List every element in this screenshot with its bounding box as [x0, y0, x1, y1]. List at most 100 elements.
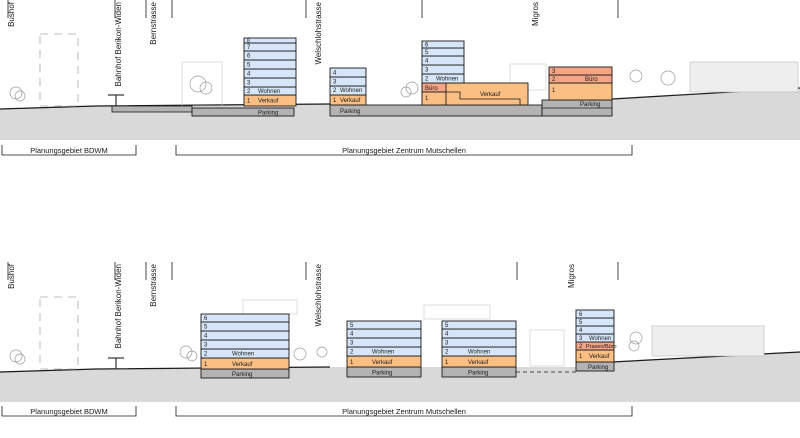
floor-1 — [548, 82, 613, 101]
street-label-bahnhof: Bahnhof Berikon-Widen — [114, 2, 123, 87]
floor-use: Verkauf — [468, 360, 489, 366]
street-label-bahnhof: Bahnhof Berikon-Widen — [114, 264, 123, 349]
bus-shelter — [108, 94, 124, 106]
floor-number: 6 — [579, 312, 583, 318]
floor-number: 4 — [445, 332, 449, 338]
street-label-migros: Migros — [567, 264, 576, 288]
parking-label: Parking — [588, 365, 608, 371]
context-building-outline — [39, 33, 79, 107]
section-proposed: Bushof Bahnhof Berikon-Widen Bernstrasse… — [0, 262, 800, 417]
floor-6 — [421, 40, 465, 49]
floor-number: 1 — [579, 354, 583, 360]
floor-number: 5 — [425, 50, 429, 56]
floor-number: 4 — [333, 71, 337, 77]
floor-use: Verkauf — [340, 98, 361, 104]
zone-label-bdwm: Planungsgebiet BDWM — [30, 407, 108, 416]
floor-use: Praxen/Büro — [586, 344, 617, 350]
floor-number: 5 — [350, 323, 354, 329]
building-existing-3: Verkauf Büro 1 2 Wohnen 3 4 5 6 — [421, 40, 529, 106]
street-markers — [7, 262, 619, 280]
street-label-welschlohstrasse: Welschlohstrasse — [314, 263, 323, 326]
ramp-line — [446, 91, 521, 105]
zone-label-zentrum: Planungsgebiet Zentrum Mutschellen — [342, 407, 466, 416]
floor-number: 1 — [445, 360, 449, 366]
floor-number: 5 — [445, 323, 449, 329]
parking-label: Parking — [258, 111, 278, 117]
floor-number: 3 — [445, 341, 449, 347]
floor-use: Verkauf — [372, 360, 393, 366]
floor-number: 3 — [350, 341, 354, 347]
zone-brackets — [1, 406, 633, 417]
floor-number: 3 — [425, 68, 429, 74]
underpass — [111, 105, 193, 113]
parking-label: Parking — [580, 102, 600, 108]
context-building — [689, 61, 799, 93]
floor-use: Wohnen — [372, 350, 394, 356]
annex-buero-label: Büro — [425, 86, 438, 92]
floor-number: 5 — [579, 320, 583, 326]
zone-label-bdwm: Planungsgebiet BDWM — [30, 146, 108, 155]
floor-3 — [346, 337, 422, 348]
floor-number: 3 — [247, 81, 251, 87]
floor-number: 6 — [204, 316, 208, 322]
floor-use: Wohnen — [232, 352, 254, 358]
floor-use: Wohnen — [436, 77, 458, 83]
context-building — [651, 325, 765, 357]
floor-4 — [329, 67, 367, 78]
floor-number: 2 — [579, 344, 583, 350]
floor-4 — [441, 328, 517, 339]
floor-number: 3 — [579, 336, 583, 342]
annex-verkauf-label: Verkauf — [480, 92, 501, 98]
floor-number: 1 — [333, 98, 337, 104]
floor-2 — [548, 74, 613, 84]
floor-number: 5 — [247, 63, 251, 69]
parking-label: Parking — [232, 372, 252, 378]
floor-6 — [575, 309, 615, 319]
street-label-welschlohstrasse: Welschlohstrasse — [314, 1, 323, 64]
floor-number: 4 — [204, 334, 208, 340]
building-proposed-4: Parking 1 Verkauf 2 Praxen/Büro 3 Wohnen… — [575, 309, 617, 372]
floor-number: 2 — [445, 350, 449, 356]
floor-use: Verkauf — [589, 354, 610, 360]
floor-number: 1 — [552, 88, 556, 94]
zone-brackets — [1, 145, 633, 156]
floor-number: 1 — [204, 362, 208, 368]
bus-shelter — [108, 357, 124, 369]
street-label-bernstrasse: Bernstrasse — [149, 263, 158, 306]
context-building — [242, 299, 298, 315]
ground-mass — [0, 88, 800, 140]
floor-4 — [346, 328, 422, 339]
zone-label-zentrum: Planungsgebiet Zentrum Mutschellen — [342, 146, 466, 155]
floor-3 — [441, 337, 517, 348]
floor-number: 7 — [247, 45, 251, 51]
floor-number: 6 — [247, 54, 251, 60]
floor-number: 6 — [425, 43, 429, 49]
floor-number: 8 — [247, 39, 250, 45]
floor-6 — [200, 313, 290, 323]
floor-number: 2 — [247, 89, 251, 95]
floor-use: Verkauf — [232, 362, 253, 368]
floor-8 — [243, 37, 297, 44]
floor-number: 2 — [333, 88, 337, 94]
floor-number: 4 — [247, 72, 251, 78]
floor-number: 1 — [247, 99, 251, 105]
floor-4 — [243, 68, 297, 79]
floor-3 — [243, 77, 297, 88]
parking-label: Parking — [340, 109, 360, 115]
floor-5 — [200, 321, 290, 332]
floor-3 — [548, 66, 613, 76]
floor-number: 1 — [425, 96, 429, 102]
context-building — [423, 304, 491, 320]
street-label-migros: Migros — [531, 2, 540, 26]
building-proposed-1: Parking 1 Verkauf 2 Wohnen 3 4 5 6 — [200, 313, 290, 379]
section-existing: Bushof Bahnhof Berikon-Widen Bernstrasse… — [0, 0, 800, 156]
context-building — [529, 329, 565, 367]
building-existing-4: Parking 1 2 Büro 3 — [548, 66, 613, 108]
context-building-outline — [39, 296, 79, 370]
floor-3 — [200, 339, 290, 350]
street-label-bushof: Bushof — [7, 263, 16, 289]
street-label-bushof: Bushof — [7, 1, 16, 27]
building-existing-2: Parking 1 Verkauf 2 Wohnen 3 4 — [329, 67, 367, 115]
